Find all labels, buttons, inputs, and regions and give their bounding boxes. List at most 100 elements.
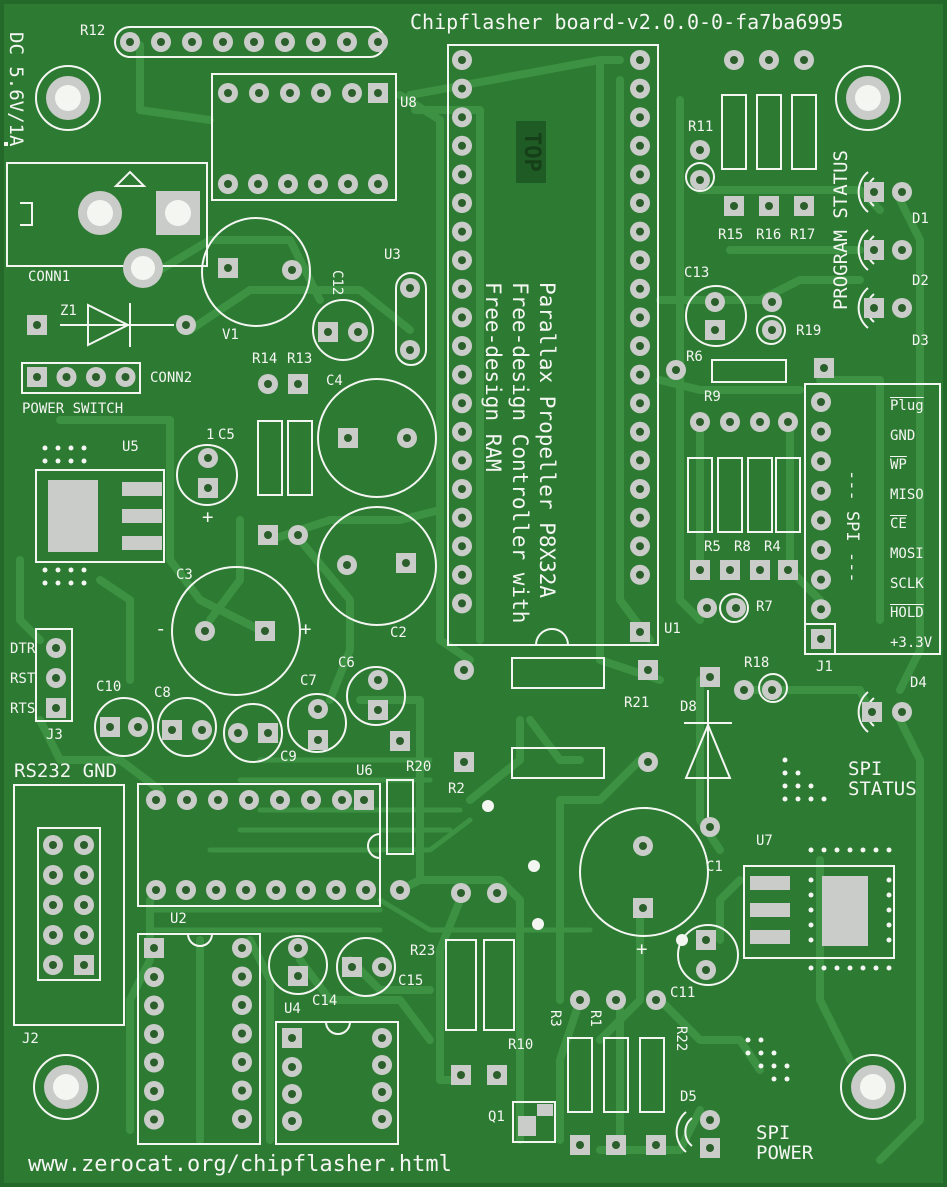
pad-hole xyxy=(286,89,294,97)
label-spi-power-2: POWER xyxy=(756,1142,814,1164)
pad-hole xyxy=(324,328,332,336)
pad-hole xyxy=(152,796,160,804)
pad-hole xyxy=(396,886,404,894)
pad-hole xyxy=(52,644,60,652)
pad-hole xyxy=(255,89,263,97)
pad-hole xyxy=(374,676,382,684)
pad-hole xyxy=(458,542,466,551)
pad-hole xyxy=(360,796,368,804)
pad-hole xyxy=(726,566,734,574)
label-d5: D5 xyxy=(680,1089,697,1105)
pad-hole xyxy=(242,886,250,894)
pad-hole xyxy=(49,901,57,909)
pad-hole xyxy=(314,180,322,188)
pad-hole xyxy=(817,546,825,554)
pad-hole xyxy=(644,666,652,674)
label-rs232-gnd: RS232 GND xyxy=(14,760,117,782)
pad-hole xyxy=(817,516,825,525)
pad-hole xyxy=(338,796,346,804)
label-r17: R17 xyxy=(790,227,816,243)
pad-hole xyxy=(214,796,222,804)
pad-hole xyxy=(264,380,272,388)
label-v1: V1 xyxy=(222,327,239,343)
pad-hole xyxy=(294,944,302,952)
pad-hole xyxy=(204,484,212,492)
pad-hole xyxy=(784,566,792,574)
label-r20: R20 xyxy=(406,759,432,775)
pad-hole xyxy=(612,1141,620,1149)
pad-hole xyxy=(458,599,466,608)
pad-hole xyxy=(458,342,466,350)
pad-hole xyxy=(314,736,322,744)
pad-hole xyxy=(378,1115,386,1123)
label-d1: D1 xyxy=(912,211,929,227)
pad-hole xyxy=(80,901,88,909)
pad-hole xyxy=(458,141,466,150)
label-r5: R5 xyxy=(704,539,721,555)
pad-hole xyxy=(817,635,825,643)
pad-hole xyxy=(458,427,466,436)
label-u4: U4 xyxy=(284,1001,301,1017)
pad-hole xyxy=(768,686,776,694)
spi-pin-wp: WP xyxy=(890,457,907,474)
pad-hole xyxy=(288,1034,296,1042)
label-c5: C5 xyxy=(218,427,235,443)
pad-hole xyxy=(238,972,246,981)
spi-pin-sclk: SCLK xyxy=(890,575,924,592)
pad-hole xyxy=(636,199,644,207)
pad-hole xyxy=(288,1063,296,1071)
pad-hole xyxy=(312,38,320,46)
label-r13: R13 xyxy=(287,351,313,367)
label-r3: R3 xyxy=(547,1010,563,1027)
label-r4: R4 xyxy=(764,539,781,555)
pad-hole xyxy=(756,566,764,574)
pad-hole xyxy=(264,729,272,737)
pad-hole xyxy=(636,427,644,436)
pad-hole xyxy=(183,796,191,804)
pad-hole xyxy=(636,456,644,465)
pad-hole xyxy=(458,284,466,293)
spi-pin-ce: CE xyxy=(890,516,907,533)
pad-hole xyxy=(493,889,501,897)
pad-hole xyxy=(212,886,220,894)
pad-hole xyxy=(294,380,302,388)
label-r14: R14 xyxy=(252,351,278,367)
pad-hole xyxy=(457,1071,465,1079)
pad-hole xyxy=(493,1071,501,1079)
pad-hole xyxy=(817,605,825,614)
pad-hole xyxy=(374,706,382,714)
label-c10: C10 xyxy=(96,679,122,695)
pad-hole xyxy=(458,456,466,465)
pad-hole xyxy=(250,38,258,46)
label-c1-minus: - xyxy=(640,796,652,818)
pad-hole xyxy=(374,180,382,188)
pad-hole xyxy=(636,542,644,551)
label-r15: R15 xyxy=(718,227,744,243)
pad-hole xyxy=(52,704,60,712)
label-d8: D8 xyxy=(680,699,697,715)
label-dtr: DTR xyxy=(10,641,36,657)
label-c7: C7 xyxy=(300,673,317,689)
pad-hole xyxy=(636,84,644,93)
pad-hole xyxy=(284,180,292,188)
pad-group xyxy=(27,32,912,1158)
label-c14: C14 xyxy=(312,993,338,1009)
pad-hole xyxy=(80,931,88,939)
pad-hole xyxy=(150,944,158,952)
pad-hole xyxy=(294,531,302,539)
pad-hole xyxy=(817,398,825,406)
pad-hole xyxy=(636,628,644,636)
pad-hole xyxy=(245,796,253,804)
pad-hole xyxy=(706,673,714,681)
label-d2: D2 xyxy=(912,273,929,289)
pad-hole xyxy=(898,188,906,196)
pad-hole xyxy=(636,370,644,379)
pad-hole xyxy=(317,89,325,97)
pad-hole xyxy=(898,708,906,716)
pad-hole xyxy=(62,373,71,381)
pad-hole xyxy=(344,434,352,442)
pad-hole xyxy=(238,944,246,952)
pad-hole xyxy=(756,418,764,426)
label-u2: U2 xyxy=(170,911,187,927)
